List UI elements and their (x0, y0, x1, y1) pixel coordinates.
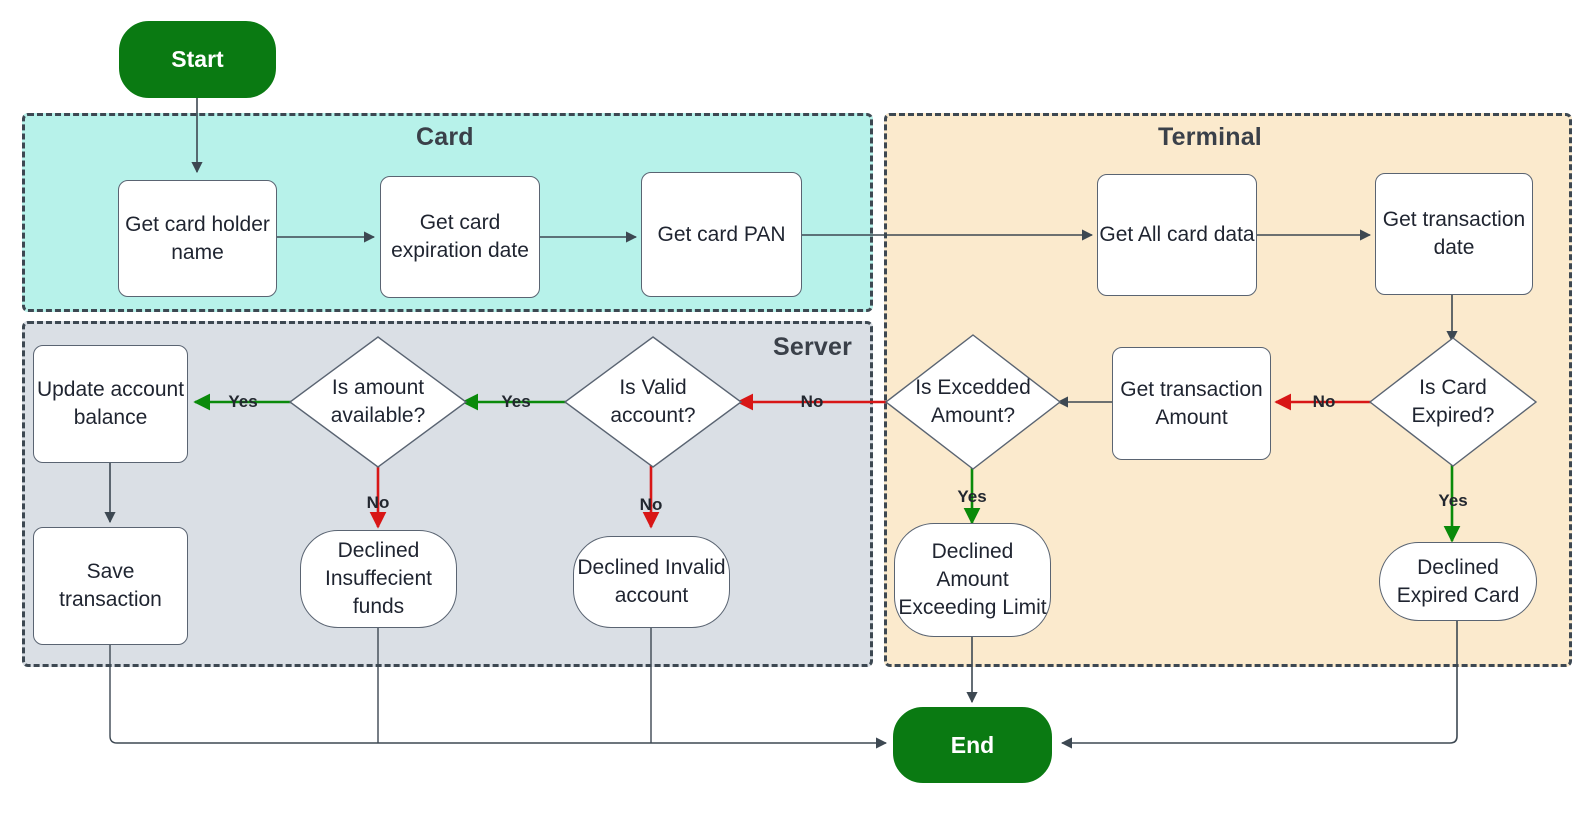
node-save-transaction[interactable]: Save transaction (33, 527, 188, 645)
node-declined-amount-exceeding-limit[interactable]: Declined Amount Exceeding Limit (894, 523, 1051, 637)
node-get-card-holder-name[interactable]: Get card holder name (118, 180, 277, 297)
node-declined-insufficient-funds[interactable]: Declined Insuffecient funds (300, 530, 457, 628)
node-get-card-pan[interactable]: Get card PAN (641, 172, 802, 297)
edge-label-valid-account-yes: Yes (501, 392, 531, 411)
edge-label-exceeded-amount-yes: Yes (957, 487, 987, 506)
node-get-all-card-data[interactable]: Get All card data (1097, 174, 1257, 296)
edge-label-amount-available-yes: Yes (228, 392, 258, 411)
node-update-account-balance[interactable]: Update account balance (33, 345, 188, 463)
edge-label-exceeded-amount-no: No (800, 392, 824, 411)
diamond-shape-is-valid-account (563, 336, 743, 468)
edge-bus-left (109, 628, 652, 744)
node-get-transaction-amount[interactable]: Get transaction Amount (1112, 347, 1271, 460)
edge-label-valid-account-no: No (639, 495, 663, 514)
node-get-card-expiration-date[interactable]: Get card expiration date (380, 176, 540, 298)
edge-label-card-expired-yes: Yes (1438, 491, 1468, 510)
lane-title-terminal: Terminal (1158, 123, 1262, 151)
edge-label-amount-available-no: No (366, 493, 390, 512)
lane-title-server: Server (773, 333, 853, 361)
node-get-transaction-date[interactable]: Get transaction date (1375, 173, 1533, 295)
node-declined-expired-card[interactable]: Declined Expired Card (1379, 542, 1537, 621)
node-is-card-expired[interactable]: Is Card Expired? (1368, 336, 1538, 468)
node-is-valid-account[interactable]: Is Valid account? (563, 335, 743, 469)
diamond-shape-is-amount-available (288, 336, 468, 468)
edge-declined-expired-card-to-end (1060, 621, 1458, 749)
edge-save-transaction-bus (109, 645, 651, 744)
node-is-exceeded-amount[interactable]: Is Excedded Amount? (884, 333, 1062, 471)
node-end[interactable]: End (893, 707, 1052, 783)
node-is-amount-available[interactable]: Is amount available? (288, 335, 468, 469)
diamond-shape-is-card-expired (1368, 337, 1538, 467)
node-start[interactable]: Start (119, 21, 276, 98)
diamond-shape-is-exceeded-amount (884, 334, 1062, 470)
lane-title-card: Card (416, 123, 474, 151)
edge-label-card-expired-no: No (1312, 392, 1336, 411)
node-declined-invalid-account[interactable]: Declined Invalid account (573, 536, 730, 628)
